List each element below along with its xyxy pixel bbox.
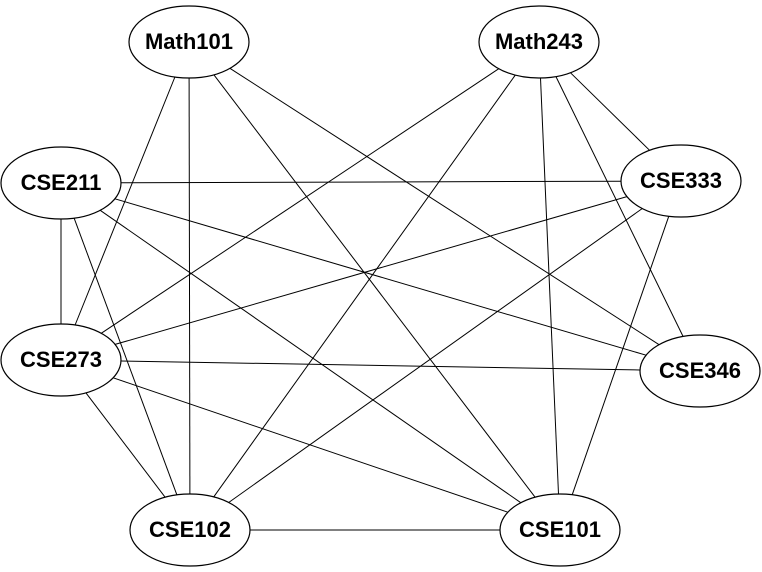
edge-cse211-cse102	[73, 217, 178, 496]
edge-cse333-cse273	[114, 196, 628, 345]
edge-math243-cse101	[540, 77, 559, 495]
node-cse273-label: CSE273	[20, 347, 102, 372]
node-math101[interactable]: Math101	[128, 5, 250, 79]
node-cse333-label: CSE333	[640, 168, 722, 193]
node-math101-ellipse	[128, 5, 250, 79]
node-cse102[interactable]: CSE102	[129, 493, 251, 567]
edge-cse273-cse102	[85, 392, 166, 498]
node-cse273-ellipse	[0, 323, 122, 397]
node-cse211-ellipse	[0, 146, 122, 220]
edge-cse273-cse101	[113, 377, 508, 513]
node-cse273[interactable]: CSE273	[0, 323, 122, 397]
edge-math243-cse273	[100, 68, 500, 334]
node-cse211-label: CSE211	[21, 170, 102, 195]
edge-cse273-cse346	[120, 360, 641, 371]
node-math243-ellipse	[478, 5, 600, 79]
node-cse333[interactable]: CSE333	[620, 144, 742, 218]
edge-math101-cse101	[213, 74, 536, 498]
edge-math101-cse102	[188, 77, 191, 495]
edge-math101-cse346	[229, 67, 660, 346]
edge-cse211-cse101	[99, 209, 522, 504]
node-cse101-label: CSE101	[519, 517, 601, 542]
node-math101-label: Math101	[145, 29, 233, 54]
node-math243[interactable]: Math243	[478, 5, 600, 79]
edge-math243-cse333	[570, 72, 650, 151]
node-math243-label: Math243	[495, 29, 583, 54]
node-cse346[interactable]: CSE346	[639, 334, 761, 408]
node-cse346-label: CSE346	[659, 358, 741, 383]
node-cse333-ellipse	[620, 144, 742, 218]
node-cse102-ellipse	[129, 493, 251, 567]
edge-cse333-cse101	[571, 216, 670, 495]
node-cse211[interactable]: CSE211	[0, 146, 122, 220]
node-cse346-ellipse	[639, 334, 761, 408]
edge-math243-cse346	[555, 76, 684, 337]
edges-layer	[60, 67, 684, 531]
edge-cse333-cse102	[228, 208, 643, 503]
node-cse101-ellipse	[499, 493, 621, 567]
edge-cse211-cse333	[120, 180, 622, 184]
edge-math101-cse273	[74, 76, 176, 326]
edge-cse211-cse346	[114, 198, 647, 356]
edge-math243-cse102	[213, 74, 516, 498]
node-cse101[interactable]: CSE101	[499, 493, 621, 567]
node-cse102-label: CSE102	[149, 517, 231, 542]
